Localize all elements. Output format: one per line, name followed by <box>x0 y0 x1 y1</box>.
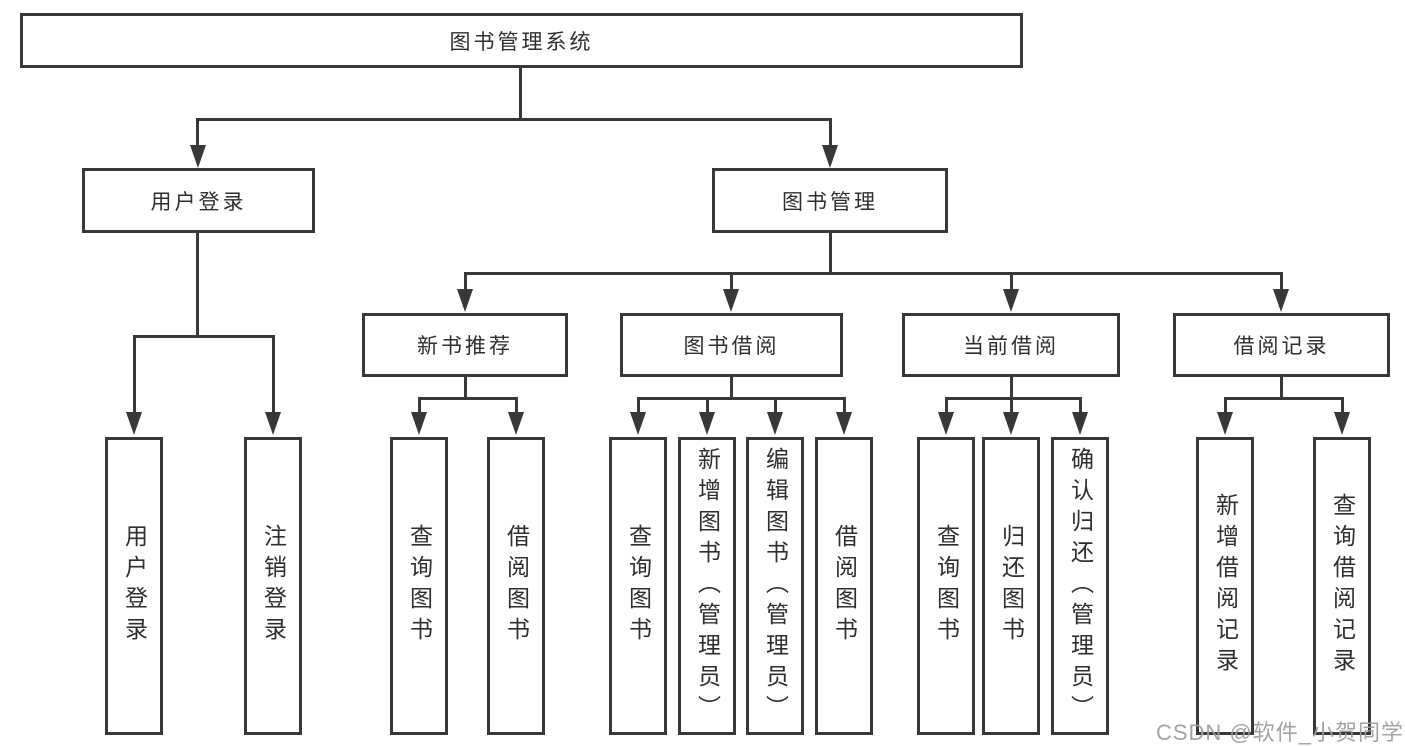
node-borrow-records: 借阅记录 <box>1173 313 1390 377</box>
connector-line <box>637 397 846 400</box>
arrow-down-icon <box>1003 412 1019 435</box>
leaf-borrow-add-label: 新增图书（管理员） <box>694 446 721 726</box>
connector-line <box>196 118 199 148</box>
leaf-records-add-label: 新增借阅记录 <box>1212 493 1239 679</box>
arrow-down-icon <box>126 412 142 435</box>
leaf-records-query-label: 查询借阅记录 <box>1329 493 1356 679</box>
connector-line <box>1280 377 1283 399</box>
node-book-management: 图书管理 <box>712 168 948 233</box>
arrow-down-icon <box>836 412 852 435</box>
arrow-down-icon <box>411 412 427 435</box>
connector-line <box>464 377 467 399</box>
connector-line <box>196 233 199 335</box>
connector-line <box>1341 397 1344 414</box>
connector-line <box>418 397 421 414</box>
node-book-management-label: 图书管理 <box>782 190 878 214</box>
arrow-down-icon <box>1273 289 1289 312</box>
leaf-borrow-edit: 编辑图书（管理员） <box>746 437 804 735</box>
node-current-borrow: 当前借阅 <box>902 313 1120 377</box>
connector-line <box>133 335 275 338</box>
connector-line <box>829 118 832 148</box>
leaf-current-return: 归还图书 <box>982 437 1040 735</box>
connector-line <box>774 397 777 414</box>
arrow-down-icon <box>1003 289 1019 312</box>
node-user-login: 用户登录 <box>82 168 315 233</box>
leaf-borrow-borrow: 借阅图书 <box>815 437 873 735</box>
connector-line <box>1280 272 1283 292</box>
connector-line <box>945 397 948 414</box>
leaf-records-add: 新增借阅记录 <box>1196 437 1254 735</box>
leaf-logout: 注销登录 <box>244 437 302 735</box>
connector-line <box>196 118 832 121</box>
leaf-current-return-label: 归还图书 <box>998 524 1025 648</box>
arrow-down-icon <box>457 289 473 312</box>
node-root-label: 图书管理系统 <box>449 30 594 54</box>
arrow-down-icon <box>265 412 281 435</box>
connector-line <box>637 397 640 414</box>
node-new-book-recommend-label: 新书推荐 <box>417 335 513 358</box>
leaf-logout-label: 注销登录 <box>260 524 287 648</box>
connector-line <box>464 272 467 292</box>
connector-line <box>730 377 733 399</box>
arrow-down-icon <box>190 145 206 168</box>
leaf-borrow-query: 查询图书 <box>609 437 667 735</box>
node-current-borrow-label: 当前借阅 <box>963 335 1059 358</box>
node-book-borrow-label: 图书借阅 <box>683 335 780 358</box>
connector-line <box>1224 397 1344 400</box>
leaf-user-login-label: 用户登录 <box>121 524 148 648</box>
connector-line <box>1079 397 1082 414</box>
arrow-down-icon <box>630 412 646 435</box>
connector-line <box>843 397 846 414</box>
arrow-down-icon <box>699 412 715 435</box>
leaf-borrow-borrow-label: 借阅图书 <box>831 524 858 648</box>
connector-line <box>464 272 1283 275</box>
leaf-borrow-edit-label: 编辑图书（管理员） <box>762 446 789 726</box>
leaf-current-query-label: 查询图书 <box>933 524 960 648</box>
leaf-borrow-query-label: 查询图书 <box>625 524 652 648</box>
arrow-down-icon <box>508 412 524 435</box>
leaf-current-query: 查询图书 <box>917 437 975 735</box>
node-book-borrow: 图书借阅 <box>620 313 843 377</box>
leaf-records-query: 查询借阅记录 <box>1313 437 1371 735</box>
arrow-down-icon <box>938 412 954 435</box>
arrow-down-icon <box>767 412 783 435</box>
arrow-down-icon <box>1217 412 1233 435</box>
connector-line <box>133 335 136 415</box>
watermark: CSDN @软件_小贺同学 <box>1155 720 1404 745</box>
node-root: 图书管理系统 <box>20 13 1023 68</box>
leaf-user-login: 用户登录 <box>105 437 163 735</box>
connector-line <box>272 335 275 415</box>
leaf-current-confirm: 确认归还（管理员） <box>1051 437 1109 735</box>
leaf-newbook-query: 查询图书 <box>390 437 448 735</box>
connector-line <box>515 397 518 414</box>
leaf-borrow-add: 新增图书（管理员） <box>678 437 736 735</box>
leaf-current-confirm-label: 确认归还（管理员） <box>1067 446 1094 726</box>
connector-line <box>418 397 518 400</box>
node-user-login-label: 用户登录 <box>150 190 247 214</box>
connector-line <box>829 233 832 272</box>
connector-line <box>519 68 522 118</box>
connector-line <box>1224 397 1227 414</box>
connector-line <box>1010 377 1013 399</box>
arrow-down-icon <box>723 289 739 312</box>
arrow-down-icon <box>822 145 838 168</box>
connector-line <box>706 397 709 414</box>
leaf-newbook-query-label: 查询图书 <box>406 524 433 648</box>
connector-line <box>1010 397 1013 414</box>
leaf-newbook-borrow-label: 借阅图书 <box>503 524 530 648</box>
connector-line <box>1010 272 1013 292</box>
leaf-newbook-borrow: 借阅图书 <box>487 437 545 735</box>
connector-line <box>730 272 733 292</box>
connector-line <box>945 397 1082 400</box>
arrow-down-icon <box>1072 412 1088 435</box>
arrow-down-icon <box>1334 412 1350 435</box>
node-borrow-records-label: 借阅记录 <box>1233 335 1330 358</box>
node-new-book-recommend: 新书推荐 <box>362 313 568 377</box>
